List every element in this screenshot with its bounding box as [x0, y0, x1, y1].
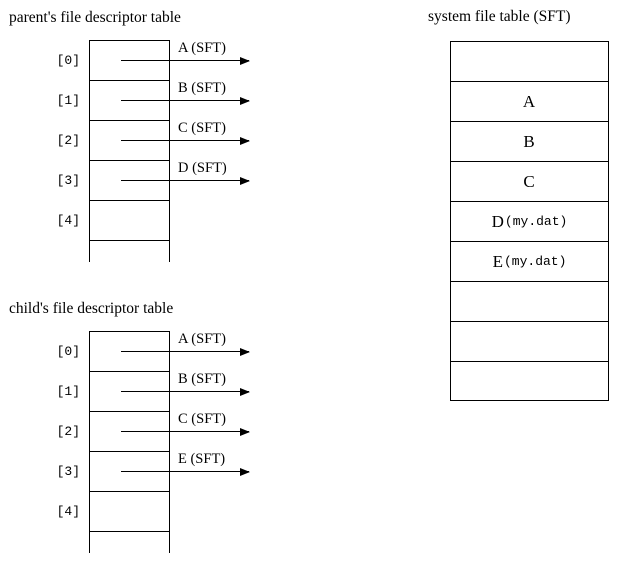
child-row-divider-1 — [89, 411, 170, 412]
parent-row-divider-3 — [89, 200, 170, 201]
parent-pointer-label-3: D (SFT) — [178, 160, 227, 176]
parent-index-4: [4] — [56, 213, 80, 228]
sft-row-letter: B — [523, 132, 535, 151]
parent-pointer-label-2: C (SFT) — [178, 120, 226, 136]
child-pointer-label-2: C (SFT) — [178, 411, 226, 427]
parent-row-divider-1 — [89, 120, 170, 121]
child-pointer-arrow-2 — [121, 427, 250, 436]
parent-index-0: [0] — [56, 53, 80, 68]
child-pointer-label-1: B (SFT) — [178, 371, 226, 387]
parent-row-divider-4 — [89, 240, 170, 241]
sft-row-letter: E — [492, 252, 503, 271]
parent-table-title: parent's file descriptor table — [9, 9, 181, 26]
child-index-0: [0] — [56, 344, 80, 359]
system-file-table-title: system file table (SFT) — [428, 8, 571, 25]
child-table-title: child's file descriptor table — [9, 300, 174, 317]
parent-index-3: [3] — [56, 173, 80, 188]
sft-row-letter: C — [523, 172, 535, 191]
sft-row-letter: A — [522, 92, 536, 111]
child-pointer-arrow-1 — [121, 387, 250, 396]
sft-row-file: (my.dat) — [503, 254, 567, 269]
parent-pointer-arrow-3 — [121, 176, 250, 185]
parent-pointer-label-1: B (SFT) — [178, 80, 226, 96]
sft-row — [451, 42, 608, 82]
parent-pointer-label-0: A (SFT) — [178, 40, 226, 56]
sft-row-file: (my.dat) — [504, 214, 568, 229]
child-index-3: [3] — [56, 464, 80, 479]
child-pointer-label-0: A (SFT) — [178, 331, 226, 347]
child-index-4: [4] — [56, 504, 80, 519]
child-pointer-label-3: E (SFT) — [178, 451, 226, 467]
child-row-divider-0 — [89, 371, 170, 372]
system-file-table: A B C D(my.dat) E(my.dat) — [450, 41, 609, 401]
parent-pointer-arrow-0 — [121, 56, 250, 65]
child-row-divider-4 — [89, 531, 170, 532]
sft-row: D(my.dat) — [451, 202, 608, 242]
child-row-divider-3 — [89, 491, 170, 492]
child-pointer-arrow-3 — [121, 467, 250, 476]
parent-pointer-arrow-2 — [121, 136, 250, 145]
sft-row — [451, 282, 608, 322]
parent-row-divider-0 — [89, 80, 170, 81]
child-row-divider-2 — [89, 451, 170, 452]
child-index-2: [2] — [56, 424, 80, 439]
parent-pointer-arrow-1 — [121, 96, 250, 105]
sft-row-letter: D — [491, 212, 504, 231]
parent-row-divider-2 — [89, 160, 170, 161]
sft-row — [451, 322, 608, 362]
parent-index-1: [1] — [56, 93, 80, 108]
sft-row: E(my.dat) — [451, 242, 608, 282]
sft-row — [451, 362, 608, 402]
sft-row: B — [451, 122, 608, 162]
sft-row: A — [451, 82, 608, 122]
parent-index-2: [2] — [56, 133, 80, 148]
parent-table-frame — [89, 40, 170, 262]
child-index-1: [1] — [56, 384, 80, 399]
sft-row: C — [451, 162, 608, 202]
child-pointer-arrow-0 — [121, 347, 250, 356]
child-table-frame — [89, 331, 170, 553]
